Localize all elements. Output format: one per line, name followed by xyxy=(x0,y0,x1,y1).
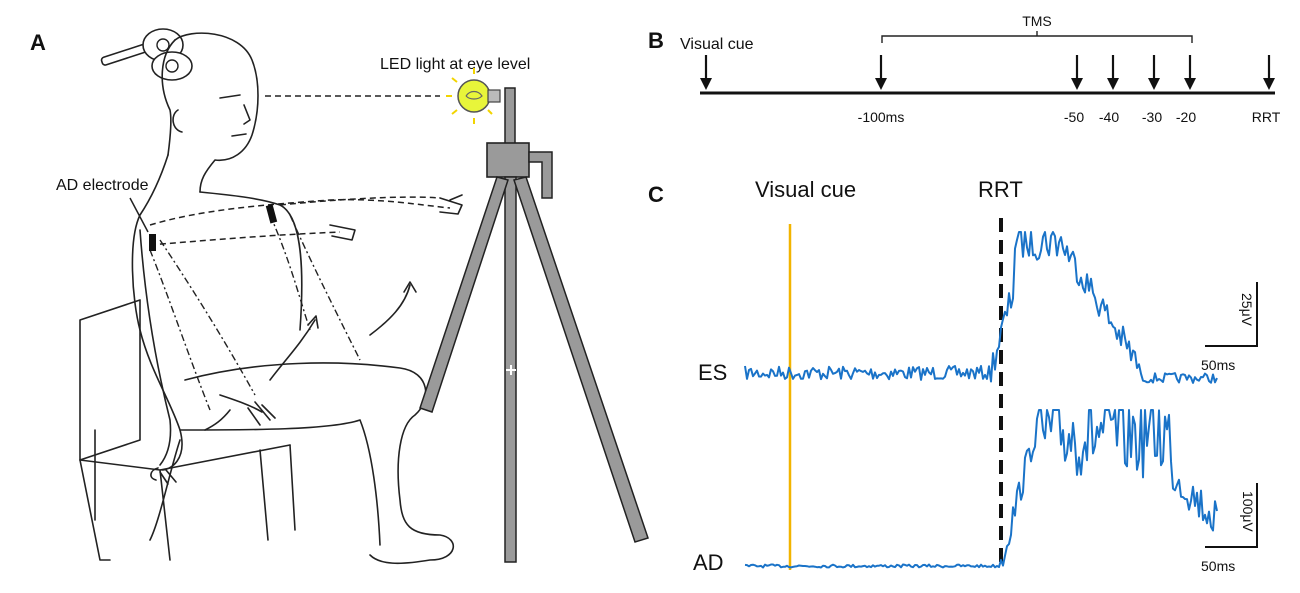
panel-a-label: A xyxy=(30,30,46,55)
visual-cue-label-b: Visual cue xyxy=(680,36,754,53)
tick-label: -50 xyxy=(1064,109,1084,125)
panel-c-label: C xyxy=(648,182,664,207)
ad-scale-bar xyxy=(1205,483,1258,548)
timeline-arrow-head xyxy=(1184,78,1196,90)
rrt-label-c: RRT xyxy=(978,177,1023,202)
timeline-arrow-head xyxy=(1263,78,1275,90)
es-label: ES xyxy=(698,360,727,385)
ad-scale-y: 100μV xyxy=(1240,491,1256,532)
tick-label: -40 xyxy=(1099,109,1119,125)
es-scale-bar xyxy=(1205,282,1258,347)
ad-emg-trace xyxy=(744,409,1218,569)
tick-label: -30 xyxy=(1142,109,1162,125)
timeline-arrow-head xyxy=(875,78,887,90)
es-scale-y: 25μV xyxy=(1239,293,1255,327)
panel-b-label: B xyxy=(648,28,664,53)
es-scale-x: 50ms xyxy=(1201,357,1235,373)
timeline-arrow-head xyxy=(1071,78,1083,90)
tick-label: RRT xyxy=(1252,109,1281,125)
led-label: LED light at eye level xyxy=(380,56,530,73)
electrode-pointer xyxy=(129,197,149,233)
tick-label: -20 xyxy=(1176,109,1196,125)
timeline-arrow-head xyxy=(1107,78,1119,90)
visual-cue-label-c: Visual cue xyxy=(755,177,856,202)
tripod-illustration xyxy=(419,87,649,563)
timeline-arrows xyxy=(700,55,1275,90)
es-emg-trace xyxy=(744,231,1218,384)
tms-label: TMS xyxy=(1022,13,1052,29)
timeline-arrow-head xyxy=(700,78,712,90)
tms-bracket xyxy=(881,31,1193,43)
led-bulb-icon xyxy=(446,68,501,124)
tms-coil-icon xyxy=(100,28,193,81)
ad-electrode-marker xyxy=(149,234,156,251)
ad-electrode-label: AD electrode xyxy=(56,177,149,194)
ad-label: AD xyxy=(693,550,724,575)
seated-person-illustration xyxy=(79,32,463,565)
tick-label: -100ms xyxy=(858,109,905,125)
timeline-arrow-head xyxy=(1148,78,1160,90)
ad-scale-x: 50ms xyxy=(1201,558,1235,574)
